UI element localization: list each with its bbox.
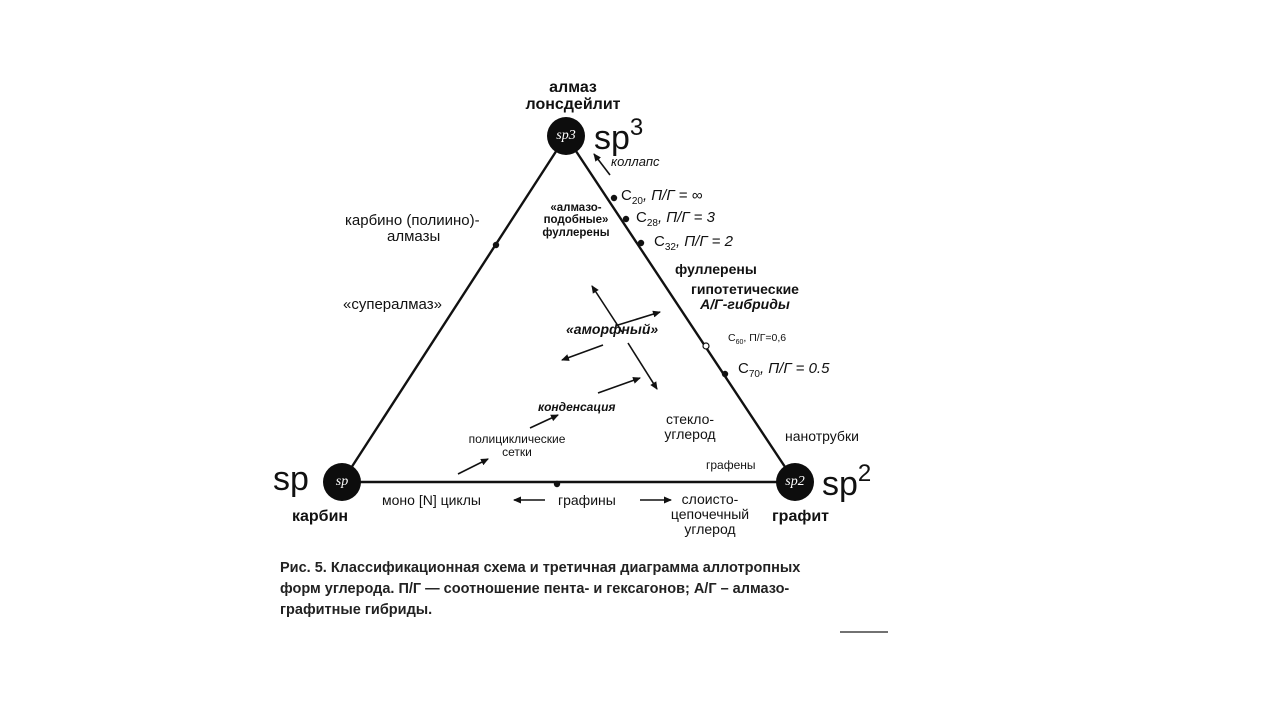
- c20-label: C20, П/Г = ∞: [621, 187, 703, 207]
- policiklicheskie-label: полициклические сетки: [468, 432, 566, 459]
- c32-label: C32, П/Г = 2: [654, 233, 733, 253]
- grafiny-label: графины: [558, 492, 616, 508]
- arrow-mid: [597, 377, 641, 394]
- c60-label: C60, П/Г=0,6: [728, 332, 787, 347]
- sp3-hybrid-label: sp3: [594, 114, 644, 157]
- dot-c32: [637, 239, 645, 247]
- almazopodobnye-label: «алмазо- подобные» фуллерены: [542, 202, 610, 239]
- sp2-node: sp2: [776, 463, 814, 501]
- steklouglerod-label: стекло- углерод: [664, 411, 716, 443]
- mono-cikly-label: моно [N] циклы: [382, 492, 481, 508]
- lonsdeilit-label: лонсдейлит: [525, 96, 621, 114]
- figure-caption: Рис. 5. Классификационная схема и третич…: [280, 558, 890, 621]
- arrow-kond: [529, 414, 559, 429]
- amorfny-label: «аморфный»: [566, 321, 659, 337]
- gipotetich-label: гипотетические А/Г-гибриды: [691, 281, 799, 313]
- nanotrubki-label: нанотрубки: [785, 428, 859, 444]
- arrow-poly: [457, 458, 489, 475]
- grafeny-label: графены: [706, 458, 756, 472]
- dot-c28: [622, 215, 630, 223]
- caption-line-3: графитные гибриды.: [280, 602, 433, 619]
- c28-label: C28, П/Г = 3: [636, 209, 715, 229]
- arrow-amorf-right: [617, 310, 661, 326]
- arrow-diag-down: [627, 342, 658, 390]
- arrow-kollaps: [593, 153, 611, 176]
- edge-right: [564, 135, 797, 483]
- sp2-hybrid-label: sp2: [822, 460, 872, 503]
- karbino-label: карбино (полиино)- алмазы: [345, 212, 480, 246]
- kollaps-label: коллапс: [611, 154, 660, 169]
- dot-karbino: [492, 241, 500, 249]
- c70-label: C70, П/Г = 0.5: [738, 360, 830, 380]
- kondensaciya-label: конденсация: [538, 400, 616, 414]
- caption-line-2: форм углерода. П/Г — соотношение пента- …: [280, 581, 790, 598]
- fullereny-label: фуллерены: [675, 261, 757, 277]
- edge-left: [340, 135, 568, 483]
- almaz-label: алмаз: [549, 79, 597, 96]
- superalmaz-label: «суперал­маз»: [343, 296, 442, 313]
- dot-c60: [702, 342, 710, 350]
- sp3-node: sp3: [547, 117, 585, 155]
- dot-c20: [610, 194, 618, 202]
- dot-grafiny: [553, 480, 561, 488]
- grafit-label: графит: [772, 508, 830, 525]
- sp-hybrid-label: sp: [273, 460, 309, 498]
- karbin-label: карбин: [292, 508, 349, 525]
- top-vertex-name: алмаз лонсдейлит: [518, 79, 628, 114]
- arrow-diag-up: [591, 285, 623, 333]
- dot-c70: [721, 370, 729, 378]
- caption-line-1: Рис. 5. Классификационная схема и третич…: [280, 560, 801, 576]
- sloisto-label: слоисто- цепочечный углерод: [670, 491, 750, 538]
- sp-node: sp: [323, 463, 361, 501]
- arrow-amorf-left: [561, 344, 604, 361]
